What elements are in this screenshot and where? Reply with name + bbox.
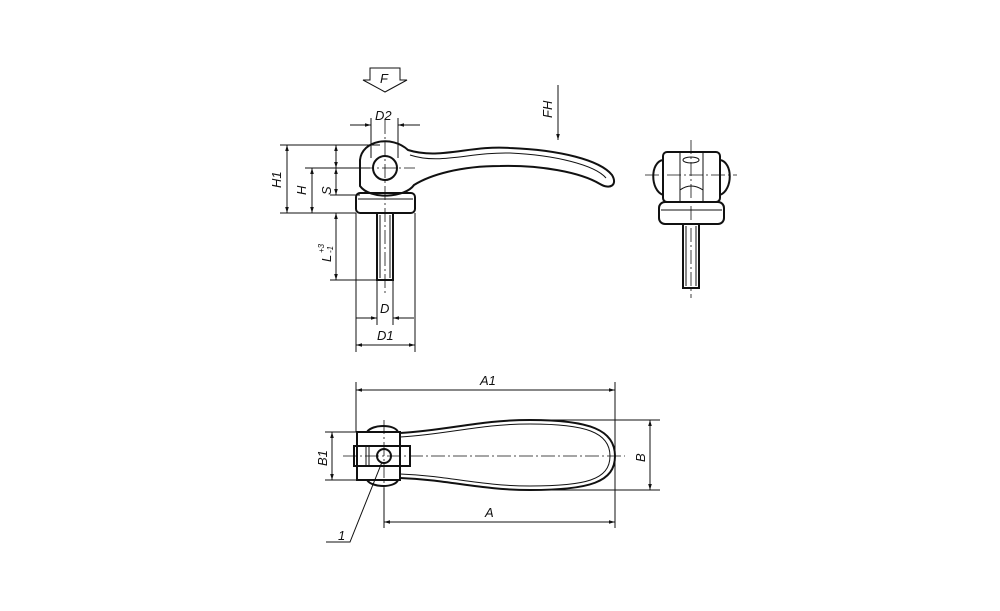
- label-FH: FH: [540, 100, 555, 118]
- label-H1: H1: [269, 171, 284, 188]
- force-arrow-icon: [362, 67, 408, 93]
- top-view: A1 B1 B A 1: [315, 373, 660, 543]
- label-L-tol-upper: +3: [317, 243, 326, 253]
- side-view: F FH D2 H1 H: [269, 67, 616, 352]
- front-washer: [658, 201, 725, 225]
- label-A1: A1: [479, 373, 496, 388]
- label-L-tol-lower: -1: [326, 246, 335, 253]
- label-D: D: [380, 301, 389, 316]
- label-D2: D2: [375, 108, 392, 123]
- label-B1: B1: [315, 450, 330, 466]
- label-S: S: [319, 186, 334, 195]
- label-F: F: [380, 71, 389, 86]
- label-H: H: [294, 185, 309, 195]
- label-A: A: [484, 505, 494, 520]
- lever-body: [359, 140, 616, 197]
- label-item-1: 1: [338, 528, 345, 543]
- label-D1: D1: [377, 328, 394, 343]
- label-B: B: [633, 453, 648, 462]
- front-view: [645, 140, 737, 298]
- label-L: L: [319, 255, 334, 262]
